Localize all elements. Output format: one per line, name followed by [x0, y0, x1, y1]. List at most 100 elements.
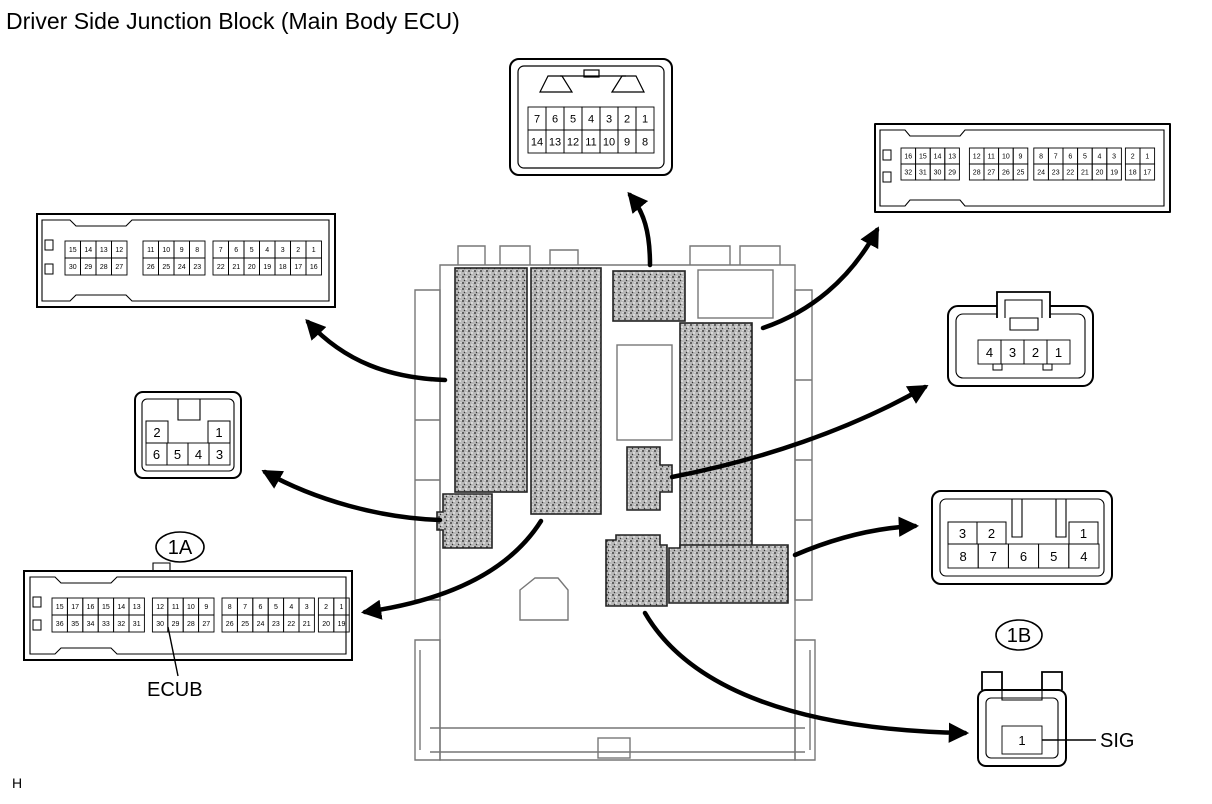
pin-number: 26 [1002, 170, 1010, 177]
pin-number: 27 [202, 621, 210, 628]
pin-number: 14 [531, 137, 543, 149]
pin-number: 35 [71, 621, 79, 628]
pin-number: 26 [226, 621, 234, 628]
pin-number: 4 [265, 247, 269, 254]
pin-number: 11 [172, 604, 179, 611]
pin-number: 31 [133, 621, 141, 628]
arrow-to-1b-connector [642, 610, 970, 743]
pin-number: 20 [322, 621, 330, 628]
pin-number: 6 [153, 447, 160, 462]
pin-number: 26 [147, 264, 155, 271]
pin-number: 3 [1009, 345, 1016, 360]
pin-number: 5 [1083, 154, 1087, 161]
pin-number: 15 [56, 604, 64, 611]
pin-number: 8 [195, 247, 199, 254]
pin-number: 1 [215, 425, 222, 440]
pin-number: 7 [1054, 154, 1058, 161]
pin-number: 10 [603, 137, 615, 149]
stippled-blocks [436, 267, 789, 607]
pin-number: 24 [1037, 170, 1045, 177]
pin-number: 5 [174, 447, 181, 462]
pin-number: 25 [1017, 170, 1025, 177]
pin-number: 7 [534, 114, 540, 126]
pin-cell [1046, 339, 1071, 365]
callout-1b-label: 1B [1007, 625, 1031, 647]
pin-number: 2 [1131, 154, 1135, 161]
pin-number: 7 [219, 247, 223, 254]
pin-number: 27 [987, 170, 995, 177]
arrow-to-1a-connector [360, 518, 544, 620]
callout-1a-label: 1A [168, 537, 193, 559]
pin-number: 17 [71, 604, 79, 611]
pin-number: 5 [250, 247, 254, 254]
pin-number: 5 [274, 604, 278, 611]
pin-number: 31 [919, 170, 927, 177]
callout-1a: 1A [155, 531, 205, 563]
pin-number: 1 [1080, 526, 1087, 541]
pin-number: 11 [585, 137, 596, 149]
pin-number: 6 [1068, 154, 1072, 161]
pin-number: 14 [84, 247, 92, 254]
pin-number: 14 [934, 154, 942, 161]
arrow-to-right-4pin-connector [669, 384, 929, 480]
pin-number: 2 [1032, 345, 1039, 360]
diagram-title: Driver Side Junction Block (Main Body EC… [6, 8, 460, 34]
pin-number: 9 [1019, 154, 1023, 161]
pin-number: 12 [156, 604, 164, 611]
ecub-label: ECUB [147, 679, 203, 701]
pin-number: 28 [187, 621, 195, 628]
pin-number: 7 [243, 604, 247, 611]
pin-number: 5 [570, 114, 576, 126]
arrow-to-upper-left-connector [305, 319, 448, 383]
pin-number: 3 [281, 247, 285, 254]
pin-number: 6 [552, 114, 558, 126]
pin-number: 29 [172, 621, 180, 628]
pin-number: 21 [232, 264, 240, 271]
pin-number: 8 [959, 549, 966, 564]
pin-number: 8 [1039, 154, 1043, 161]
connector-1b: 1 [977, 671, 1067, 767]
pin-number: 13 [100, 247, 108, 254]
pin-number: 1 [312, 247, 316, 254]
pin-number: 4 [986, 345, 993, 360]
pin-number: 15 [919, 154, 927, 161]
pin-number: 23 [193, 264, 201, 271]
pin-number: 10 [187, 604, 195, 611]
pin-number: 3 [305, 604, 309, 611]
pin-number: 20 [248, 264, 256, 271]
pin-number: 29 [84, 264, 92, 271]
pin-number: 7 [990, 549, 997, 564]
pin-number: 16 [310, 264, 318, 271]
pin-cell [1068, 543, 1100, 569]
pin-cell [305, 257, 322, 276]
pin-number: 6 [1020, 549, 1027, 564]
pin-number: 4 [1080, 549, 1087, 564]
pin-number: 3 [606, 114, 612, 126]
pin-number: 10 [162, 247, 170, 254]
pin-number: 9 [624, 137, 630, 149]
connector-right-4pin: 4 3 2 1 [947, 291, 1094, 387]
pin-number: 11 [988, 154, 995, 161]
pin-number: 30 [69, 264, 77, 271]
pin-cell [208, 442, 231, 466]
pin-number: 12 [567, 137, 579, 149]
pin-number: 19 [263, 264, 271, 271]
pin-number: 1 [1055, 345, 1062, 360]
pin-number: 27 [115, 264, 123, 271]
arrow-to-small-left-connector [261, 469, 443, 523]
pin-number: 5 [1050, 549, 1057, 564]
pin-number: 10 [1002, 154, 1010, 161]
pin-number: 4 [195, 447, 202, 462]
pin-number: 24 [178, 264, 186, 271]
pin-number: 22 [287, 621, 295, 628]
pin-number: 6 [234, 247, 238, 254]
pin-number: 20 [1096, 170, 1104, 177]
pin-number: 4 [588, 114, 594, 126]
pin-number: 25 [241, 621, 249, 628]
pin-cell [1012, 163, 1029, 181]
pin-number: 17 [294, 264, 302, 271]
